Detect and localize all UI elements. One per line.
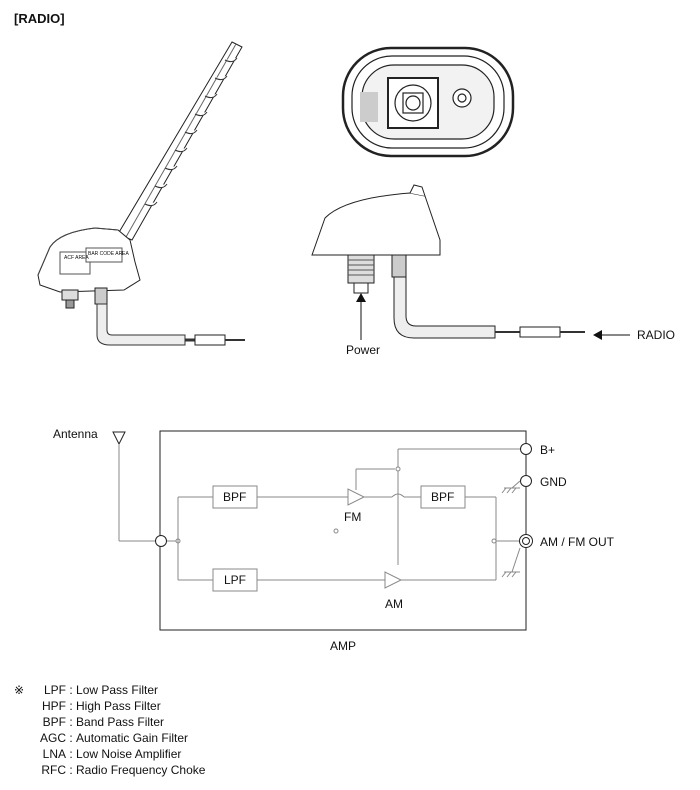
lpf-label: LPF — [224, 573, 247, 587]
am-amplifier — [384, 571, 403, 589]
antenna-side-view — [311, 184, 630, 340]
legend-item: LNA : Low Noise Amplifier — [42, 747, 182, 761]
gnd-terminal — [520, 475, 532, 487]
lpf-block — [212, 568, 258, 592]
antenna-illustration — [37, 41, 630, 346]
fm-amplifier — [347, 488, 366, 506]
legend-item: AGC : Automatic Gain Filter — [39, 731, 189, 745]
bpf-right-label: BPF — [431, 490, 455, 504]
legend-item: HPF : High Pass Filter — [42, 699, 161, 713]
ground-symbol-bottom — [501, 547, 521, 578]
power-label: Power — [346, 343, 381, 357]
antenna-mast-drawing — [37, 41, 245, 346]
legend-item: BPF : Band Pass Filter — [42, 715, 165, 729]
antenna-label: Antenna — [53, 427, 98, 441]
fm-label: FM — [344, 510, 362, 524]
bar-code-area-label: BAR CODE AREA — [88, 251, 129, 257]
am-label: AM — [385, 597, 403, 611]
bpf-top-block — [212, 485, 258, 509]
acf-area-label: ACF AREA — [64, 255, 89, 261]
ground-symbol-top — [501, 480, 521, 494]
b-plus-terminal — [520, 443, 532, 455]
legend-item: LPF : Low Pass Filter — [43, 683, 159, 697]
out-label: AM / FM OUT — [540, 535, 614, 549]
abbreviation-legend: ※ LPF : Low Pass Filter HPF : High Pass … — [14, 682, 205, 778]
gnd-label: GND — [540, 475, 567, 489]
out-terminal-inner — [522, 537, 530, 545]
radio-label: RADIO — [637, 328, 676, 342]
amp-label: AMP — [330, 639, 357, 653]
amp-box — [159, 430, 527, 631]
note-symbol: ※ — [14, 683, 25, 697]
antenna-top-view — [341, 46, 515, 158]
bpf-top-label: BPF — [223, 490, 247, 504]
antenna-symbol — [112, 431, 126, 446]
legend-item: RFC : Radio Frequency Choke — [41, 763, 206, 777]
b-plus-label: B+ — [540, 443, 556, 457]
page-title: [RADIO] — [14, 11, 65, 26]
input-terminal — [155, 535, 167, 547]
